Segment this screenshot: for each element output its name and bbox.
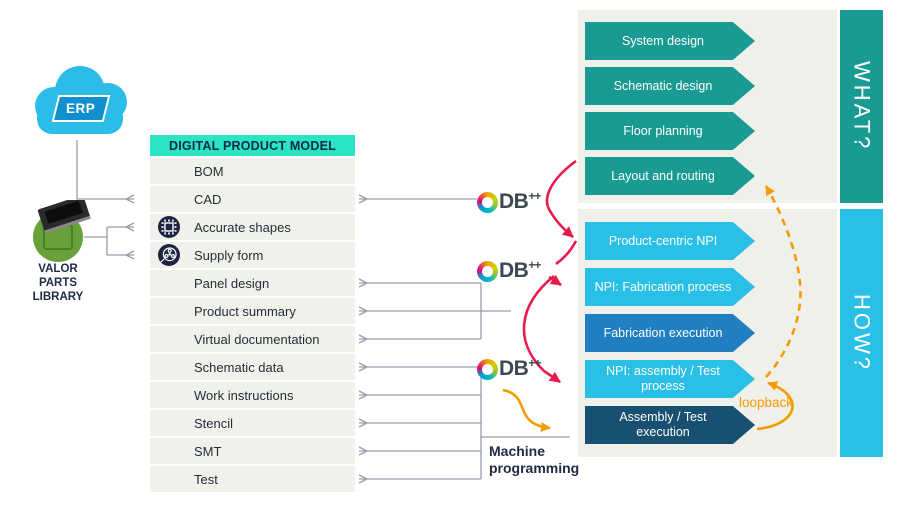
erp-label: ERP [66,101,96,116]
list-item-label: SMT [194,443,222,459]
what-steps: System design Schematic design Floor pla… [585,22,755,202]
list-item-accurate-shapes: Accurate shapes [150,214,355,240]
digital-product-model-header: DIGITAL PRODUCT MODEL [150,135,355,156]
process-chevron-label: Assembly / Test execution [619,410,707,439]
list-item-virtual-documentation: Virtual documentation [150,326,355,352]
list-item-label: Virtual documentation [194,331,320,347]
what-panel: System design Schematic design Floor pla… [578,10,837,203]
odb-marker-bottom: DB++ [477,356,541,381]
machine-programming-arrow [502,388,551,433]
list-item-label: Supply form [194,247,264,263]
step-fabrication-execution: Fabrication execution [585,314,755,352]
list-item-test: Test [150,466,355,492]
odb-plus-text: ++ [528,189,541,203]
product-model-list: BOM CAD Accurate shapes Supply form Pane… [150,158,355,492]
list-item-label: BOM [194,163,224,179]
chip-icon [157,215,181,239]
erp-to-cad-connector [76,140,134,199]
list-item-work-instructions: Work instructions [150,382,355,408]
odb-plus-text: ++ [528,356,541,370]
odb-db-text: DB [499,259,529,282]
list-item-product-summary: Product summary [150,298,355,324]
process-chevron-label: NPI: assembly / Test process [606,364,720,393]
odb-db-text: DB [499,190,529,213]
process-chevron-label: System design [622,33,704,48]
list-item-label: CAD [194,191,222,207]
step-system-design: System design [585,22,755,60]
step-floor-planning: Floor planning [585,112,755,150]
odb-ring-icon [477,358,498,380]
odb-plus-text: ++ [528,258,541,272]
list-item-supply-form: Supply form [150,242,355,268]
list-item-label: Work instructions [194,387,294,403]
odb-marker-top: DB++ [477,189,541,214]
list-item-panel-design: Panel design [150,270,355,296]
odb2-to-npi-flow [555,240,578,266]
valor-parts-library-label: VALOR PARTS LIBRARY [32,263,84,303]
list-item-smt: SMT [150,438,355,464]
what-sidebar: WHAT? [840,10,883,203]
list-item-label: Panel design [194,275,270,291]
process-chevron-label: Floor planning [623,123,703,138]
process-chevron-label: Layout and routing [611,168,715,183]
what-sidebar-label: WHAT? [849,61,875,152]
layout-to-npi-flow [545,159,577,238]
list-item-label: Stencil [194,415,234,431]
machine-programming-label: Machine programming [489,443,580,476]
valor-parts-library-icon [33,200,91,262]
list-item-schematic-data: Schematic data [150,354,355,380]
reel-icon [157,243,181,267]
how-steps: Product-centric NPI NPI: Fabrication pro… [585,222,755,452]
odb2-to-fabrication-arrow [548,274,562,287]
list-item-cad: CAD [150,186,355,212]
process-chevron-label: NPI: Fabrication process [594,279,732,294]
step-npi-assembly-test-process: NPI: assembly / Test process [585,360,755,398]
erp-badge: ERP [51,95,111,122]
process-chevron-label: Schematic design [613,78,713,93]
loopback-label: loopback [739,395,794,410]
odb-db-text: DB [499,357,529,380]
list-item-stencil: Stencil [150,410,355,436]
step-layout-and-routing: Layout and routing [585,157,755,195]
list-item-label: Accurate shapes [194,219,291,235]
how-sidebar: HOW? [840,209,883,457]
step-assembly-test-execution: Assembly / Test execution [585,406,755,444]
step-product-centric-npi: Product-centric NPI [585,222,755,260]
how-sidebar-label: HOW? [849,294,875,372]
odb-ring-icon [477,260,498,282]
list-item-label: Schematic data [194,359,284,375]
step-schematic-design: Schematic design [585,67,755,105]
list-item-label: Test [194,471,218,487]
digital-product-model-panel: DIGITAL PRODUCT MODEL BOM CAD Accurate s… [150,135,355,492]
odb-ring-icon [477,191,498,213]
process-chevron-label: Product-centric NPI [608,233,718,248]
how-panel: Product-centric NPI NPI: Fabrication pro… [578,209,837,457]
odb-marker-middle: DB++ [477,258,541,283]
process-chevron-label: Fabrication execution [603,325,723,340]
step-npi-fabrication-process: NPI: Fabrication process [585,268,755,306]
list-item-label: Product summary [194,303,296,319]
list-item-bom: BOM [150,158,355,184]
